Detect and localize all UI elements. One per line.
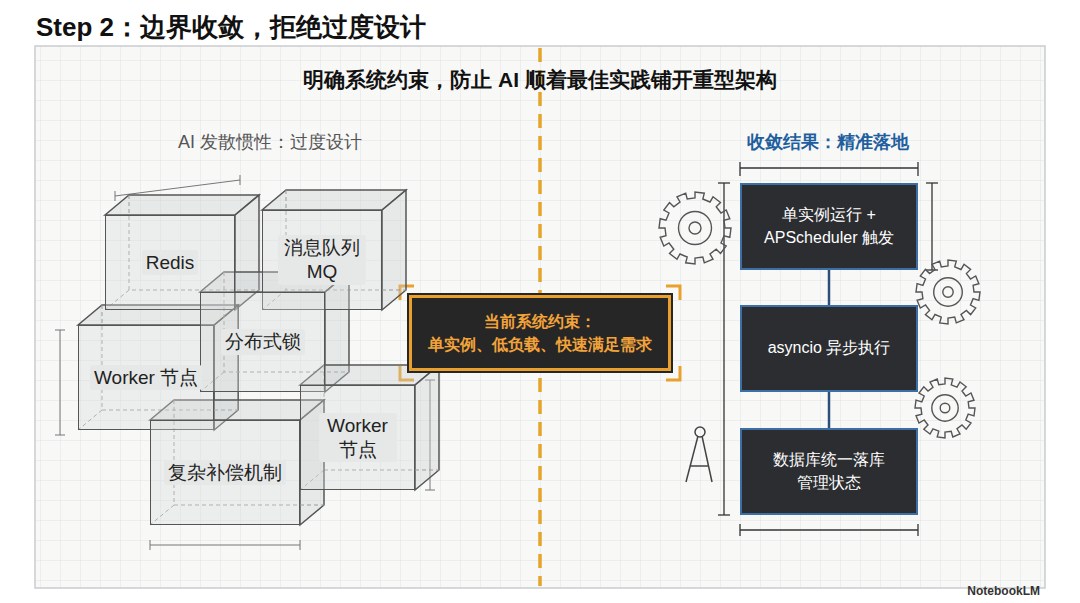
connector-line (829, 392, 830, 428)
component-cube: Worker 节点 (78, 325, 214, 430)
gear-icon (659, 192, 731, 264)
gear-icon (915, 378, 975, 438)
cube-top (262, 190, 406, 210)
section-heading: 收敛结果：精准落地 (747, 130, 909, 154)
cube-top (105, 195, 259, 215)
corner-brackets (400, 286, 680, 380)
node-text: 单实例运行 + APScheduler 触发 (757, 204, 902, 249)
page-title: Step 2：边界收敛，拒绝过度设计 (36, 10, 426, 45)
process-box: 数据库统一落库 管理状态 (740, 428, 918, 515)
constraint-box: 当前系统约束：单实例、低负载、快速满足需求 (409, 295, 671, 371)
gear-axle (689, 222, 701, 234)
node-text: Worker 节点 (90, 365, 202, 391)
measure-bracket (718, 162, 938, 536)
gear-teeth (915, 378, 975, 438)
node-text: Worker 节点 (319, 413, 397, 463)
node-text: 数据库统一落库 管理状态 (773, 449, 885, 494)
process-box: asyncio 异步执行 (740, 305, 918, 392)
subtitle: 明确系统约束，防止 AI 顺着最佳实践铺开重型架构 (303, 66, 777, 94)
gear-axle (940, 403, 950, 413)
node-text: 单实例、低负载、快速满足需求 (428, 333, 652, 356)
gear-hub (679, 212, 712, 245)
compass-icon (686, 427, 712, 482)
component-cube: 复杂补偿机制 (150, 420, 300, 525)
connector-stroke (828, 392, 831, 428)
component-cube: 分布式锁 (200, 292, 325, 392)
connector-line (829, 270, 830, 305)
node-text: asyncio 异步执行 (768, 337, 891, 359)
cube-side (382, 190, 406, 310)
node-text: Redis (142, 250, 199, 276)
gear-teeth (916, 260, 980, 324)
dimension-lines (55, 175, 435, 550)
cube-side (415, 365, 439, 490)
gear-axle (943, 287, 953, 297)
connector-stroke (828, 270, 831, 305)
gear-hub (934, 278, 963, 307)
process-box: 单实例运行 + APScheduler 触发 (740, 183, 918, 270)
component-cube: Worker 节点 (300, 385, 415, 490)
gear-icon (916, 260, 980, 324)
gear-teeth (659, 192, 731, 264)
grid-panel (35, 46, 1045, 588)
node-text: 消息队列 MQ (278, 235, 366, 285)
node-text: 复杂补偿机制 (164, 460, 286, 486)
gear-hub (932, 395, 958, 421)
node-text: 分布式锁 (221, 329, 305, 355)
node-text: 当前系统约束： (484, 310, 596, 333)
watermark: NotebookLM (967, 584, 1040, 598)
panel-ground (35, 46, 1045, 588)
section-heading: AI 发散惯性：过度设计 (178, 130, 362, 154)
